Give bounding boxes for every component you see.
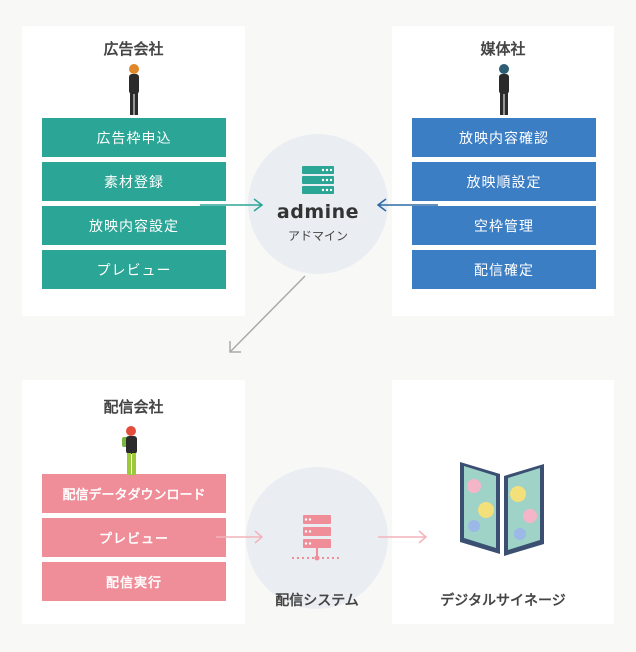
media-item-order-setting: 放映順設定 [412, 162, 596, 201]
arrow-media-to-admine [376, 198, 438, 212]
media-item-content-confirm: 放映内容確認 [412, 118, 596, 157]
delivery-item-execute: 配信実行 [42, 562, 226, 601]
delivery-company-title: 配信会社 [103, 398, 164, 416]
digital-signage-icon [460, 462, 544, 556]
arrow-ad-to-admine [200, 198, 264, 212]
ad-company-title: 広告会社 [103, 40, 164, 58]
ad-item-material-register: 素材登録 [42, 162, 226, 201]
ad-item-broadcast-setting: 放映内容設定 [42, 206, 226, 245]
server-network-icon [292, 515, 342, 561]
admine-hub: admine アドマイン [248, 134, 388, 274]
ad-company-person-icon [129, 64, 139, 115]
signage-label: デジタルサイネージ [440, 593, 566, 609]
signage-panel [392, 380, 614, 624]
admine-kana: アドマイン [287, 228, 348, 243]
admine-name: admine [276, 200, 360, 223]
ad-item-slot-application: 広告枠申込 [42, 118, 226, 157]
media-item-slot-management: 空枠管理 [412, 206, 596, 245]
arrow-admine-to-delivery [229, 275, 306, 353]
delivery-system-label: 配信システム [275, 593, 359, 609]
delivery-system-hub [246, 467, 388, 609]
server-icon [302, 165, 334, 194]
delivery-company-person-icon [122, 426, 137, 475]
ad-item-preview: プレビュー [42, 250, 226, 289]
arrow-system-to-signage [378, 530, 428, 544]
media-company-title: 媒体社 [480, 40, 526, 58]
delivery-item-preview: プレビュー [42, 518, 226, 557]
media-company-person-icon [499, 64, 509, 115]
delivery-item-data-download: 配信データダウンロード [42, 474, 226, 513]
arrow-preview-to-system [216, 530, 264, 544]
media-item-delivery-confirm: 配信確定 [412, 250, 596, 289]
